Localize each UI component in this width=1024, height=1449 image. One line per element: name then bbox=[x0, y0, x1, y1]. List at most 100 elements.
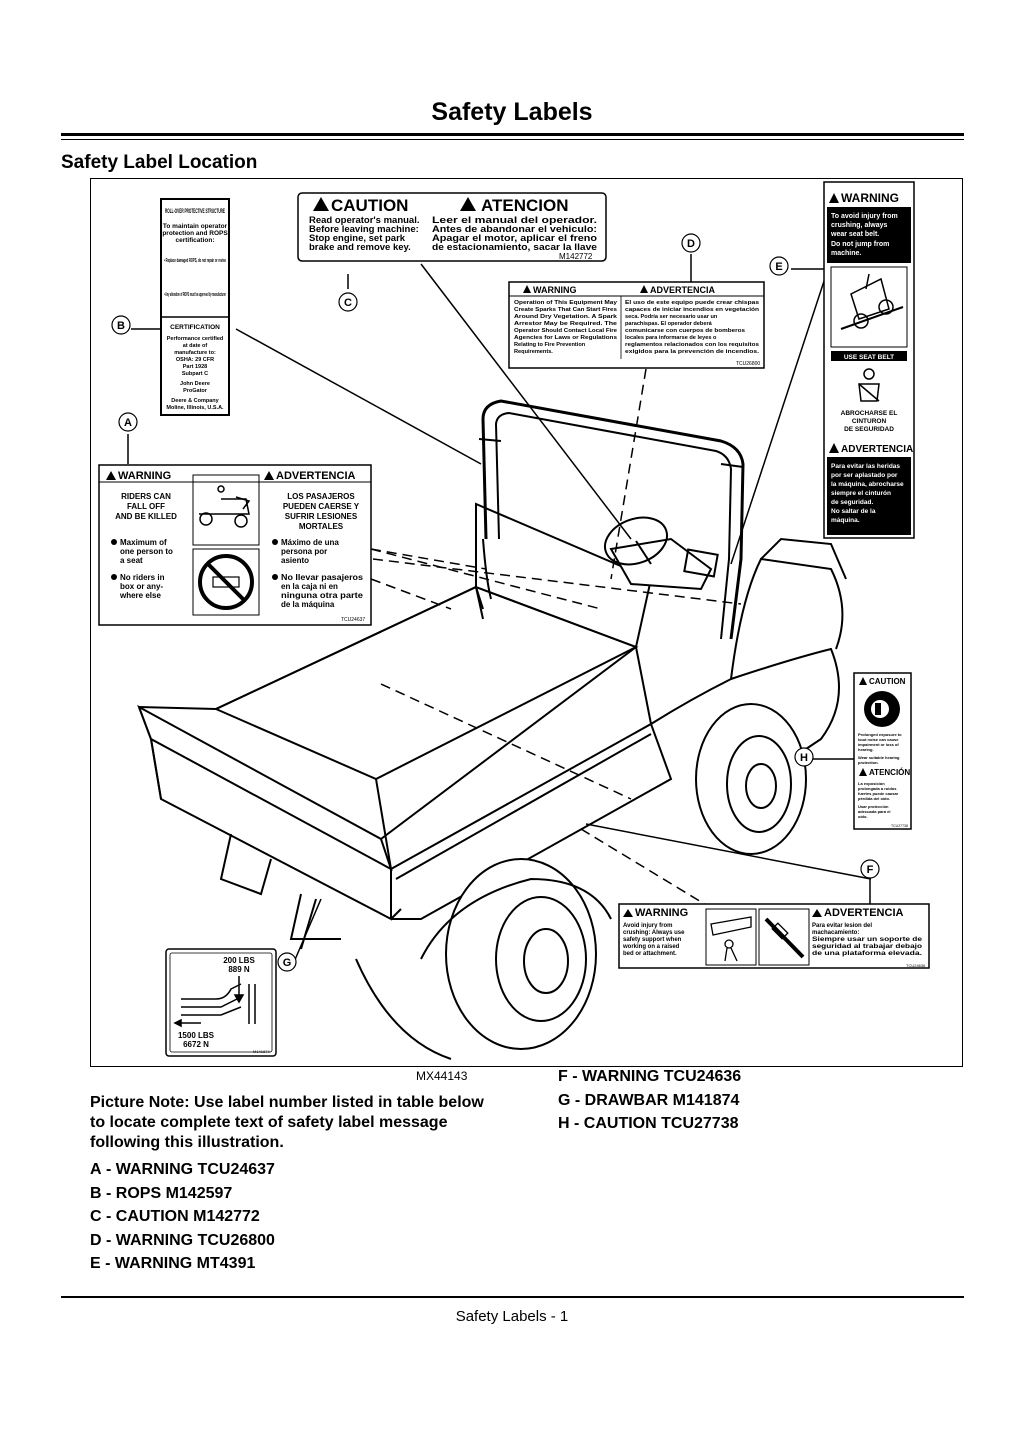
svg-text:M142772: M142772 bbox=[559, 252, 593, 261]
svg-text:Para evitar lesion del: Para evitar lesion del bbox=[812, 923, 872, 929]
figure-code: MX44143 bbox=[416, 1069, 468, 1083]
svg-text:siempre el cinturón: siempre el cinturón bbox=[831, 490, 891, 497]
svg-text:capaces de iniciar incendios e: capaces de iniciar incendios en vegetaci… bbox=[625, 307, 760, 313]
svg-text:1500 LBS: 1500 LBS bbox=[178, 1031, 215, 1040]
svg-text:WARNING: WARNING bbox=[841, 191, 899, 205]
rops-label-b: ROLL-OVER PROTECTIVE STRUCTURE To mainta… bbox=[160, 198, 230, 416]
svg-text:ATENCIÓN: ATENCIÓN bbox=[869, 768, 910, 777]
svg-text:seguridad al trabajar debajo: seguridad al trabajar debajo bbox=[812, 944, 922, 950]
svg-text:Around Dry Vegetation. A Spark: Around Dry Vegetation. A Spark bbox=[514, 314, 618, 320]
legend-text: - ROPS M142597 bbox=[101, 1184, 233, 1202]
svg-text:brake and remove key.: brake and remove key. bbox=[309, 242, 411, 253]
legend-item-g: G - DRAWBAR M141874 bbox=[558, 1091, 741, 1115]
svg-text:fuertes puede causar: fuertes puede causar bbox=[858, 791, 899, 796]
caution-label-h: CAUTION Prolonged exposure to loud noise… bbox=[853, 672, 912, 830]
warning-label-f: WARNING ADVERTENCIA Avoid injury from cr… bbox=[618, 903, 930, 969]
legend-letter: C bbox=[90, 1208, 102, 1225]
rider-falling-icon bbox=[192, 474, 260, 546]
svg-text:parachispas. El operador deber: parachispas. El operador deberá bbox=[625, 321, 713, 327]
callout-h: H bbox=[794, 747, 814, 767]
svg-text:bed or attachment.: bed or attachment. bbox=[623, 951, 677, 957]
svg-text:Máximo de una: Máximo de una bbox=[281, 538, 339, 547]
section-title: Safety Label Location bbox=[61, 152, 258, 173]
svg-text:Stop engine, set park: Stop engine, set park bbox=[309, 233, 406, 244]
svg-text:Part 1928: Part 1928 bbox=[183, 364, 207, 370]
svg-text:de una plataforma elevada.: de una plataforma elevada. bbox=[812, 951, 922, 957]
svg-text:ADVERTENCIA: ADVERTENCIA bbox=[824, 907, 904, 919]
legend-item-b: B - ROPS M142597 bbox=[90, 1184, 275, 1208]
svg-text:safety support when: safety support when bbox=[623, 937, 682, 943]
svg-text:asiento: asiento bbox=[281, 556, 309, 565]
svg-text:OSHA: 29 CFR: OSHA: 29 CFR bbox=[176, 357, 214, 363]
svg-text:Requirements.: Requirements. bbox=[514, 349, 553, 355]
svg-text:WARNING: WARNING bbox=[533, 285, 577, 295]
svg-text:certification:: certification: bbox=[175, 237, 214, 244]
svg-text:F: F bbox=[867, 864, 874, 876]
footer-rule bbox=[61, 1296, 964, 1298]
svg-text:de estacionamiento, sacar la l: de estacionamiento, sacar la llave bbox=[432, 242, 597, 253]
svg-text:M141874: M141874 bbox=[253, 1049, 270, 1054]
svg-text:D: D bbox=[687, 238, 695, 250]
svg-text:Deere & Company: Deere & Company bbox=[171, 398, 219, 404]
leader-lines bbox=[127, 254, 872, 970]
legend-item-c: C - CAUTION M142772 bbox=[90, 1207, 275, 1231]
svg-text:Before leaving machine:: Before leaving machine: bbox=[309, 224, 419, 235]
legend-item-h: H - CAUTION TCU27738 bbox=[558, 1114, 741, 1138]
picture-note: Picture Note: Use label number listed in… bbox=[90, 1094, 484, 1151]
legend-item-f: F - WARNING TCU24636 bbox=[558, 1067, 741, 1091]
svg-text:ROLL-OVER PROTECTIVE STRUCTURE: ROLL-OVER PROTECTIVE STRUCTURE bbox=[165, 208, 225, 215]
svg-text:Operation of This Equipment Ma: Operation of This Equipment May bbox=[514, 300, 618, 306]
svg-text:RIDERS CAN: RIDERS CAN bbox=[121, 492, 171, 501]
svg-text:manufacture to:: manufacture to: bbox=[174, 350, 216, 356]
svg-text:Operator Should Contact Local: Operator Should Contact Local Fire bbox=[514, 328, 617, 334]
crush-hazard-icon bbox=[705, 908, 757, 966]
svg-text:E: E bbox=[775, 261, 782, 273]
legend-text: - CAUTION TCU27738 bbox=[569, 1115, 739, 1132]
callout-d: D bbox=[681, 233, 701, 253]
svg-text:AND BE KILLED: AND BE KILLED bbox=[115, 512, 177, 521]
svg-text:Performance certified: Performance certified bbox=[167, 336, 224, 342]
svg-text:la máquina, abrocharse: la máquina, abrocharse bbox=[831, 481, 904, 488]
svg-text:Create Sparks That Can Start F: Create Sparks That Can Start Fires bbox=[514, 307, 617, 313]
svg-text:pérdida del oído.: pérdida del oído. bbox=[858, 796, 890, 801]
svg-text:889 N: 889 N bbox=[228, 965, 250, 974]
svg-text:Subpart C: Subpart C bbox=[182, 371, 208, 377]
svg-text:CAUTION: CAUTION bbox=[869, 677, 906, 686]
legend-item-a: A - WARNING TCU24637 bbox=[90, 1160, 275, 1184]
legend-letter: E bbox=[90, 1255, 101, 1272]
svg-text:PUEDEN CAERSE Y: PUEDEN CAERSE Y bbox=[283, 502, 360, 511]
svg-text:USE SEAT BELT: USE SEAT BELT bbox=[844, 354, 894, 361]
safety-support-icon bbox=[758, 908, 810, 966]
svg-text:adecuada para el: adecuada para el bbox=[858, 809, 890, 814]
utility-vehicle-drawing bbox=[137, 399, 847, 1060]
svg-text:No saltar de la: No saltar de la bbox=[831, 508, 876, 515]
svg-text:CAUTION: CAUTION bbox=[331, 196, 408, 215]
svg-text:Siempre usar un soporte de: Siempre usar un soporte de bbox=[812, 937, 923, 943]
svg-text:DE SEGURIDAD: DE SEGURIDAD bbox=[844, 426, 894, 433]
svg-text:Arrestor May be Required. The: Arrestor May be Required. The bbox=[514, 321, 617, 327]
svg-text:El uso de este equipo puede cr: El uso de este equipo puede crear chispa… bbox=[625, 300, 759, 306]
svg-text:No riders in: No riders in bbox=[120, 573, 165, 582]
svg-text:FALL OFF: FALL OFF bbox=[127, 502, 165, 511]
svg-text:Wear suitable hearing: Wear suitable hearing bbox=[858, 755, 900, 760]
warning-label-a: WARNING ADVERTENCIA RIDERS CAN FALL OFF … bbox=[98, 464, 372, 626]
svg-text:box or any-: box or any- bbox=[120, 582, 163, 591]
legend-letter: H bbox=[558, 1115, 570, 1132]
svg-text:CERTIFICATION: CERTIFICATION bbox=[170, 324, 220, 331]
svg-text:CINTURON: CINTURON bbox=[852, 418, 887, 425]
callout-e: E bbox=[769, 256, 789, 276]
legend-text: - WARNING MT4391 bbox=[100, 1255, 256, 1272]
svg-text:ADVERTENCIA: ADVERTENCIA bbox=[841, 444, 913, 455]
drawbar-label-g: 200 LBS 889 N 1500 LBS 6672 N M141874 bbox=[165, 948, 277, 1057]
safety-label-illustration: A B C D E F G H ROLL-OVER PROTECTIVE STR… bbox=[90, 178, 963, 1067]
callout-c: C bbox=[338, 292, 358, 312]
legend-text: - CAUTION M142772 bbox=[101, 1208, 260, 1225]
svg-text:en la caja ni en: en la caja ni en bbox=[281, 582, 338, 591]
svg-text:ProGator: ProGator bbox=[183, 388, 208, 394]
svg-text:• Any alteration of ROPS must: • Any alteration of ROPS must be approve… bbox=[164, 292, 226, 298]
legend-letter: G bbox=[558, 1091, 571, 1109]
svg-text:• Replace damaged ROPS, do not: • Replace damaged ROPS, do not repair or… bbox=[164, 258, 226, 264]
legend-text: - DRAWBAR M141874 bbox=[570, 1091, 740, 1109]
rollover-pictogram-icon bbox=[830, 266, 908, 348]
svg-text:ATENCION: ATENCION bbox=[481, 196, 569, 215]
